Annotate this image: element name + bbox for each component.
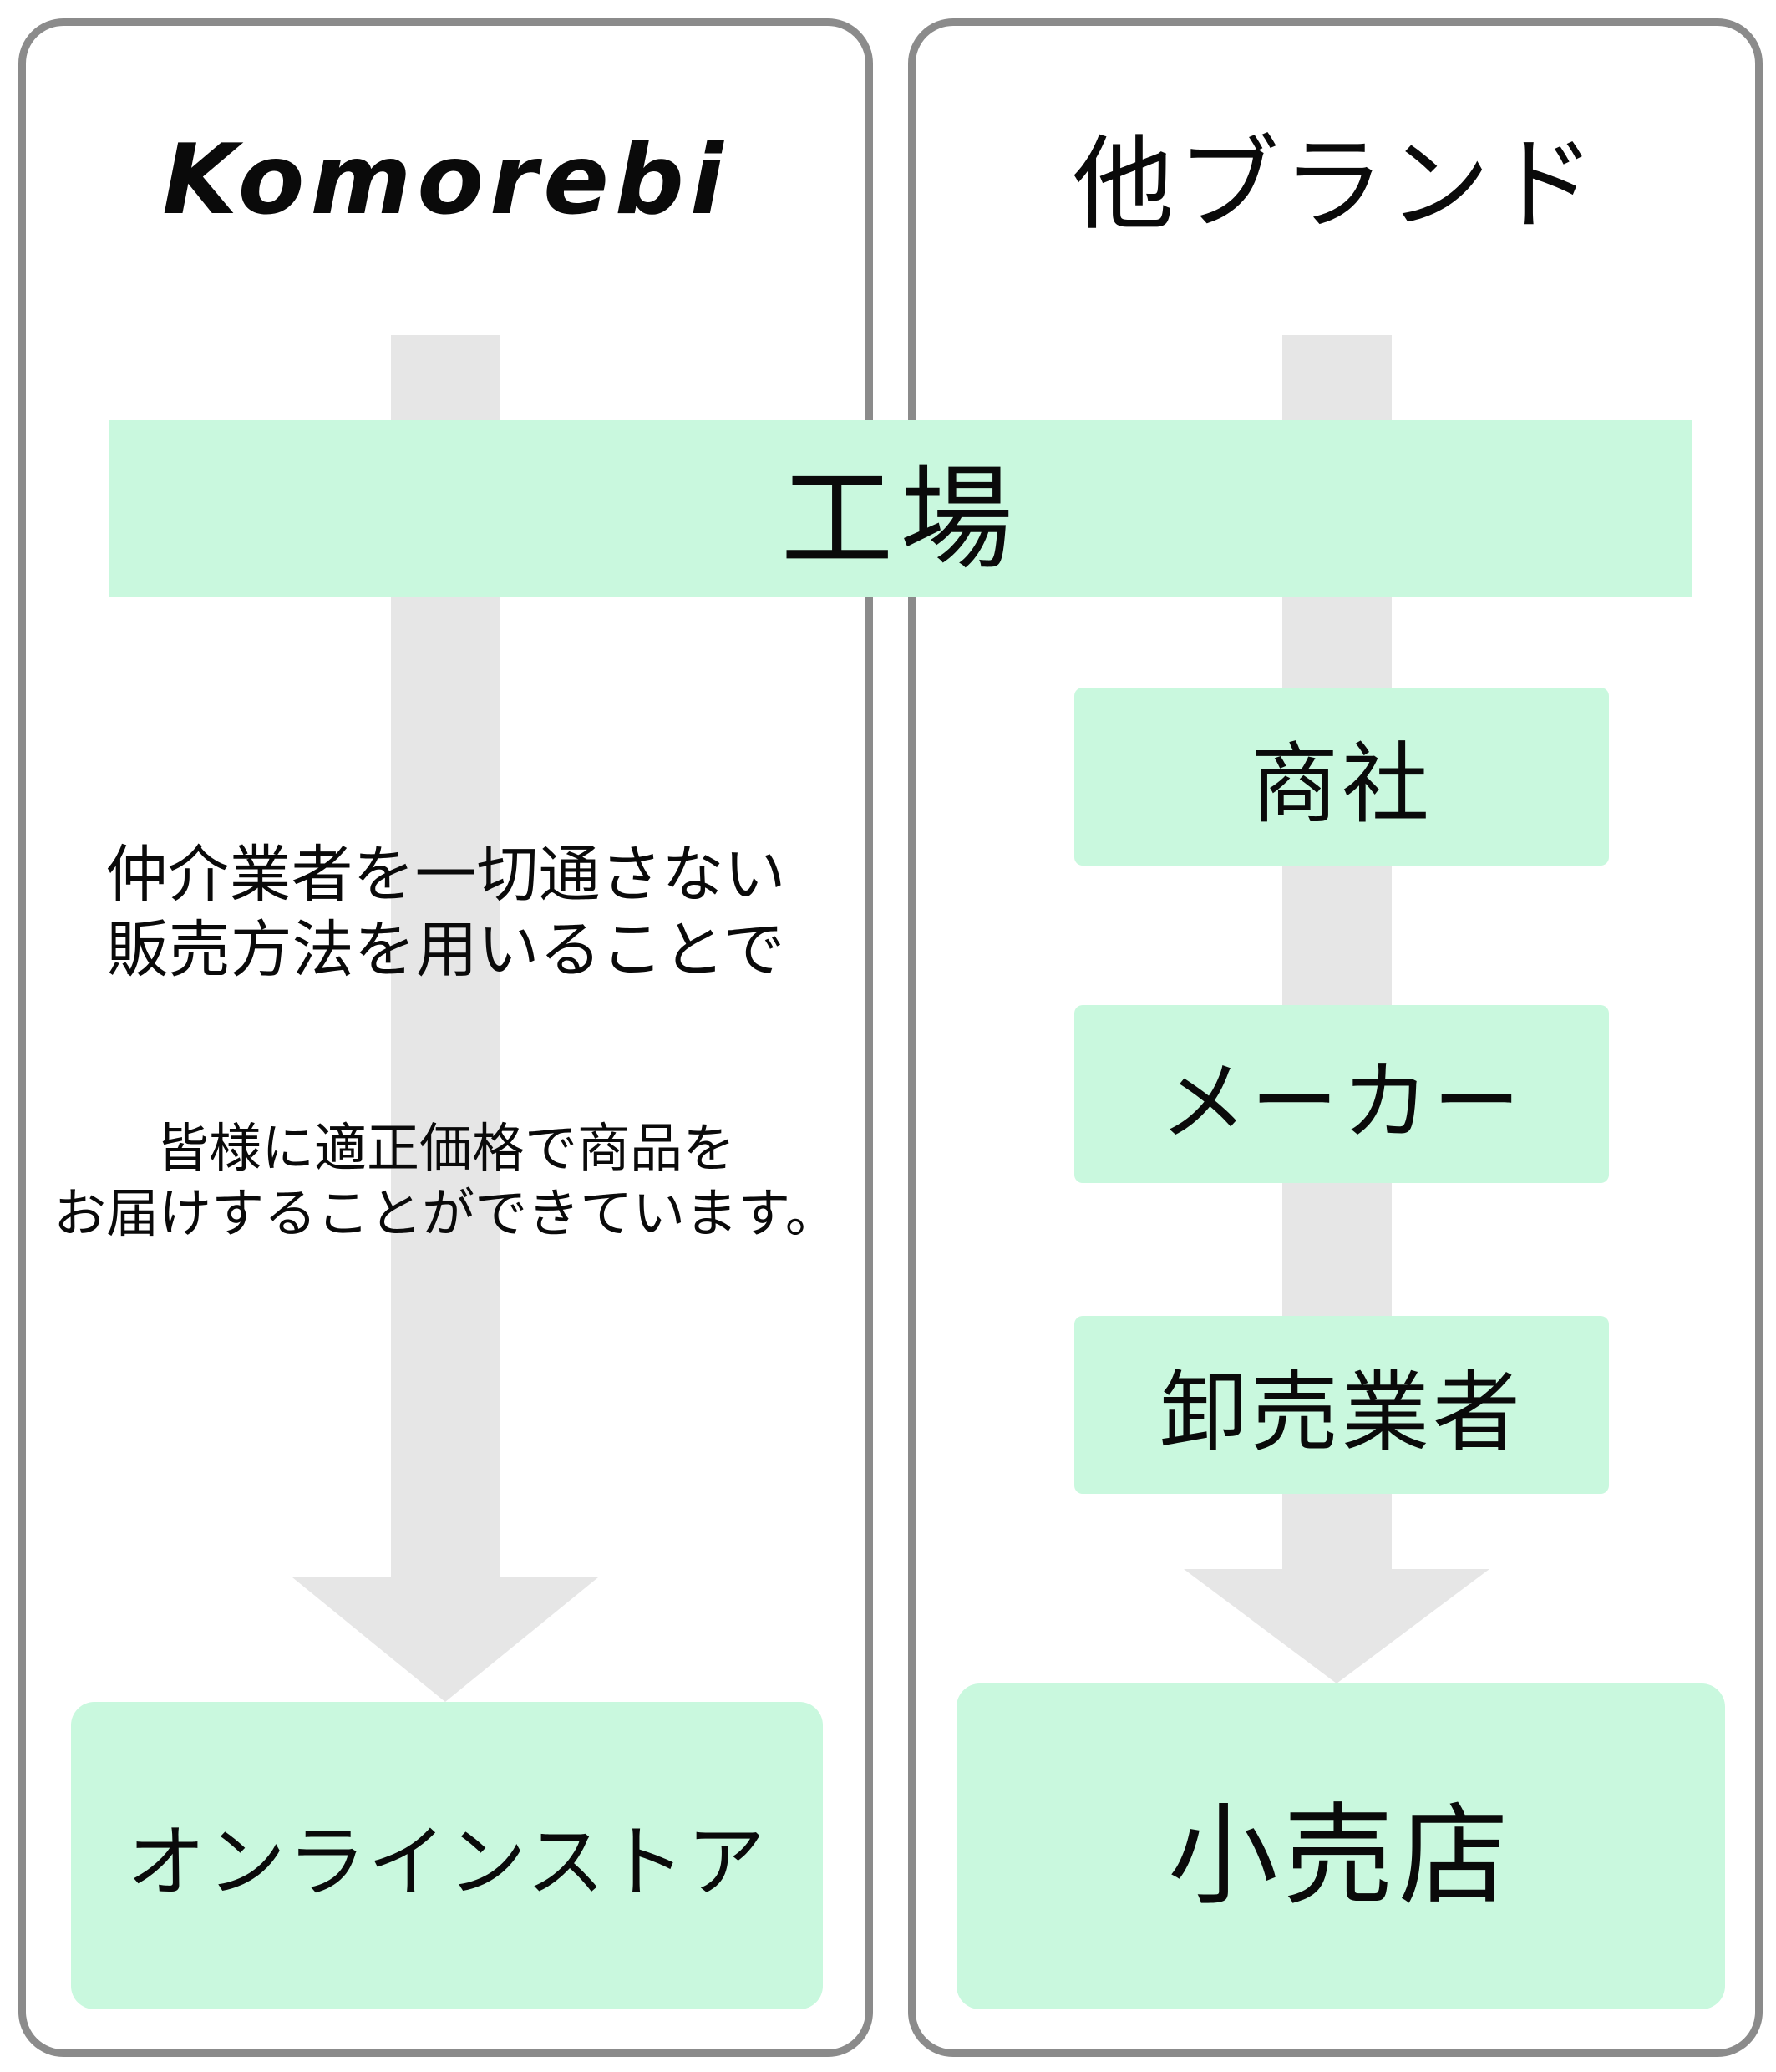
online-store-node: オンラインストア xyxy=(71,1702,823,2009)
fair-price-description: 皆様に適正価格で商品を お届けすることができています。 xyxy=(26,1116,865,1247)
komorebi-title: Komorebi xyxy=(162,124,729,236)
factory-node: 工場 xyxy=(109,420,1692,597)
trading-company-node: 商社 xyxy=(1074,688,1609,866)
description-line: お届けすることができています。 xyxy=(53,1185,838,1244)
description-line: 販売方法を用いることで xyxy=(106,915,785,985)
no-middlemen-description: 仲介業者を一切通さない 販売方法を用いることで xyxy=(26,837,865,988)
description-line: 仲介業者を一切通さない xyxy=(105,840,786,909)
down-arrow-head-icon xyxy=(292,1577,598,1702)
retail-store-node: 小売店 xyxy=(957,1684,1725,2009)
other-brands-title: 他ブランド xyxy=(1072,128,1599,241)
wholesaler-node: 卸売業者 xyxy=(1074,1316,1609,1494)
down-arrow-head-icon xyxy=(1184,1569,1489,1684)
manufacturer-node: メーカー xyxy=(1074,1005,1609,1183)
description-line: 皆様に適正価格で商品を xyxy=(156,1120,735,1178)
